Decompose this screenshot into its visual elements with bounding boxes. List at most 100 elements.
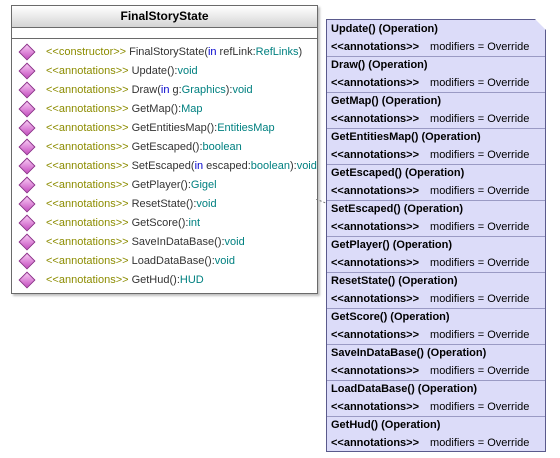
operation-diamond-icon (18, 176, 36, 193)
close-paren: ) (181, 216, 186, 229)
close-paren: ) (298, 45, 303, 58)
close-paren: ) (210, 121, 215, 134)
note-annotation-line: <<annotations>>modifiers = Override (327, 183, 545, 201)
operation-name: GetPlayer (131, 178, 181, 191)
operation-stereotype: <<annotations>> (46, 235, 129, 248)
operation-stereotype: <<annotations>> (46, 159, 129, 172)
annotation-value: modifiers = Override (430, 401, 530, 413)
close-paren: ) (174, 102, 179, 115)
open-paren: ( (204, 254, 209, 267)
operation-name: LoadDataBase (131, 254, 205, 267)
operation-diamond-icon (18, 252, 36, 269)
annotation-value: modifiers = Override (430, 185, 530, 197)
operation-row[interactable]: <<annotations>>GetMap():Map (12, 99, 317, 118)
open-paren: ( (169, 273, 174, 286)
operation-name: GetMap (131, 102, 171, 115)
return-type: Gigel (190, 178, 217, 191)
open-paren: ( (190, 159, 195, 172)
operation-name: Draw (131, 83, 158, 96)
return-colon: : (178, 102, 182, 115)
operation-name: GetEntitiesMap (131, 121, 207, 134)
operation-diamond-icon (18, 214, 36, 231)
note-annotation-line: <<annotations>>modifiers = Override (327, 363, 545, 381)
operation-row[interactable]: <<annotations>>LoadDataBase():void (12, 251, 317, 270)
note-annotation-line: <<annotations>>modifiers = Override (327, 255, 545, 273)
param-type: Graphics (181, 83, 226, 96)
annotation-value: modifiers = Override (430, 41, 530, 53)
return-type: int (188, 216, 201, 229)
open-paren: ( (204, 45, 208, 58)
note-item-title: GetMap() (Operation) (331, 95, 441, 107)
operation-diamond-icon (18, 119, 36, 136)
return-colon: : (214, 121, 218, 134)
annotation-value: modifiers = Override (430, 221, 530, 233)
annotation-key: <<annotations>> (331, 113, 420, 125)
operation-diamond-icon (18, 100, 36, 117)
operation-row[interactable]: <<annotations>>GetEntitiesMap():Entities… (12, 118, 317, 137)
note-item: GetHud() (Operation)<<annotations>>modif… (327, 417, 545, 453)
note-item: GetMap() (Operation) <<annotations>> modif… (327, 93, 545, 129)
close-paren: ) (184, 178, 188, 191)
close-paren: ) (217, 235, 222, 248)
close-paren: ) (189, 197, 194, 210)
class-box[interactable]: FinalStoryState <<constructor>>FinalStor… (11, 5, 318, 294)
annotation-value: modifiers = Override (430, 113, 530, 125)
operation-row[interactable]: <<annotations>>GetHud():HUD (12, 270, 317, 289)
annotation-key: <<annotations>> (331, 365, 420, 377)
operation-row[interactable]: <<annotations>>GetEscaped():boolean (12, 137, 317, 156)
annotation-value: modifiers = Override (430, 257, 530, 269)
note-annotation-line: <<annotations>>modifiers = Override (327, 291, 545, 309)
operation-diamond-icon (18, 81, 36, 98)
annotation-key: <<annotations>> (331, 329, 420, 341)
return-type: void (232, 83, 253, 96)
note-item: Update() (Operation)<<annotations>>modif… (327, 21, 545, 57)
param-name: escaped (206, 159, 248, 172)
return-colon: : (211, 254, 215, 267)
annotation-value: modifiers = Override (430, 77, 530, 89)
note-item: GetScore() (Operation)<<annotations>>mod… (327, 309, 545, 345)
return-colon: : (193, 197, 197, 210)
param-direction: in (160, 83, 170, 96)
close-paren: ) (225, 83, 230, 96)
operation-stereotype: <<annotations>> (46, 102, 129, 115)
annotation-note[interactable]: Update() (Operation)<<annotations>>modif… (326, 19, 546, 452)
operation-stereotype: <<annotations>> (46, 254, 129, 267)
return-colon: : (199, 140, 203, 153)
operation-stereotype: <<annotations>> (46, 83, 129, 96)
operation-diamond-icon (18, 157, 36, 174)
note-item: GetPlayer() (Operation) <<annotations>>mo… (327, 237, 545, 273)
operation-row[interactable]: <<annotations>>SaveInDataBase():void (12, 232, 317, 251)
note-annotation-line: <<annotations>> modifiers = Override (327, 111, 545, 129)
return-colon: : (229, 83, 233, 96)
operation-diamond-icon (18, 43, 36, 60)
return-type: void (296, 159, 317, 172)
return-colon: : (221, 235, 225, 248)
annotation-value: modifiers = Override (430, 329, 530, 341)
operation-row[interactable]: <<annotations>>GetPlayer():Gigel (12, 175, 317, 194)
open-paren: ( (178, 216, 182, 229)
operation-row[interactable]: <<annotations>>ResetState():void (12, 194, 317, 213)
operation-row[interactable]: <<annotations>>GetScore():int (12, 213, 317, 232)
attributes-compartment (12, 28, 317, 39)
note-fold-corner (535, 19, 546, 30)
note-item: GetEntitiesMap() (Operation)<<annotation… (327, 129, 545, 165)
operation-name: ResetState (131, 197, 186, 210)
operation-stereotype: <<annotations>> (46, 216, 129, 229)
operation-row[interactable]: <<annotations>>Update():void (12, 61, 317, 80)
operation-diamond-icon (18, 195, 36, 212)
close-paren: ) (208, 254, 212, 267)
return-type: HUD (179, 273, 204, 286)
operation-name: GetHud (131, 273, 170, 286)
param-type: boolean (250, 159, 290, 172)
note-item-title: GetPlayer() (Operation) (331, 239, 453, 251)
note-item-title: GetHud() (Operation) (331, 419, 441, 431)
param-direction: in (194, 159, 204, 172)
operation-stereotype: <<annotations>> (46, 178, 129, 191)
operation-stereotype: <<annotations>> (46, 140, 129, 153)
note-item-title: Draw() (Operation) (331, 59, 428, 71)
operation-name: SaveInDataBase (131, 235, 215, 248)
note-item: SaveInDataBase() (Operation)<<annotation… (327, 345, 545, 381)
